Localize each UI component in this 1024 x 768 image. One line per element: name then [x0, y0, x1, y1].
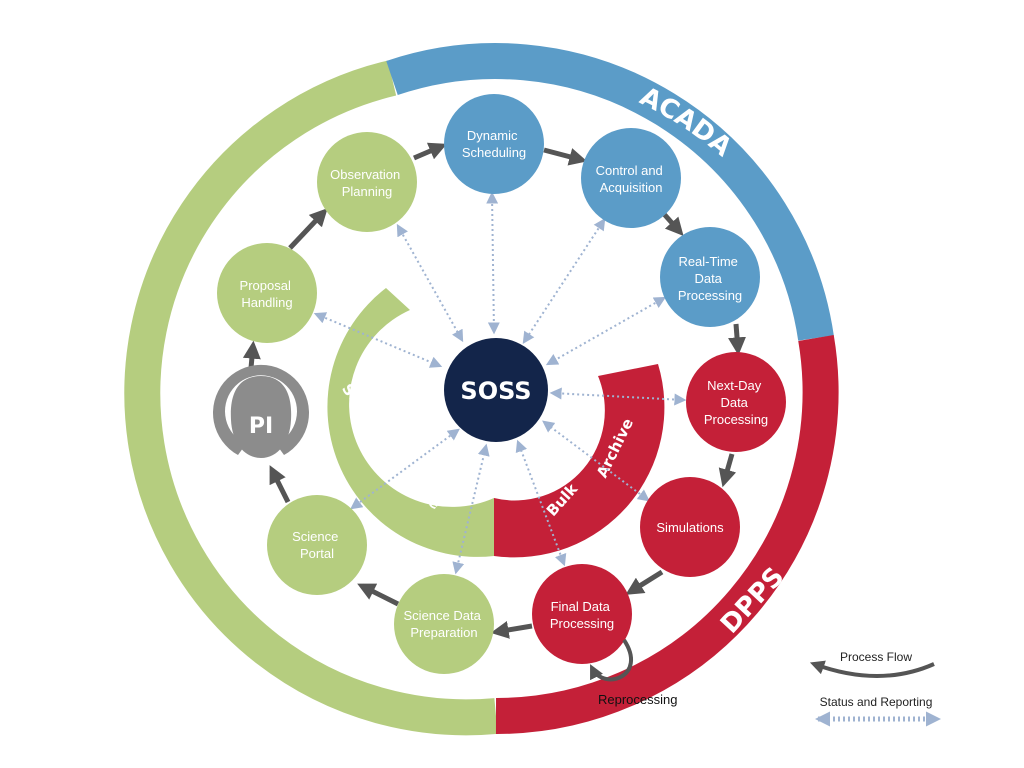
- dynamic-scheduling-label: Dynamic Scheduling: [462, 128, 526, 160]
- reprocessing-label: Reprocessing: [598, 692, 678, 707]
- status-nextday-link: [549, 387, 687, 406]
- reprocessing-loop-arrow: [590, 638, 633, 682]
- status-portal-link: [350, 428, 460, 510]
- science-data-preparation-node: Science Data Preparation: [394, 574, 494, 674]
- final-data-processing-label: Final Data Processing: [550, 599, 614, 631]
- real-time-processing-node: Real-Time Data Processing: [660, 227, 760, 327]
- final-data-processing-node: Final Data Processing: [532, 564, 632, 664]
- flow-pi-proposal-arrow: [242, 340, 261, 369]
- pi-label: PI: [249, 414, 273, 439]
- flow-dynamic-control-arrow: [543, 147, 588, 166]
- status-realtime-link: [545, 296, 667, 366]
- process-nodes: Proposal Handling Observation Planning D…: [217, 94, 786, 674]
- status-simulations-link: [542, 420, 650, 502]
- science-portal-label: Science Portal: [292, 529, 342, 561]
- flow-control-realtime-arrow: [662, 212, 684, 237]
- control-acquisition-node: Control and Acquisition: [581, 128, 681, 228]
- acada-ring-segment: [386, 43, 834, 341]
- suss-ring-label: SUSS: [95, 352, 127, 432]
- person-head-icon: [230, 376, 292, 458]
- dynamic-scheduling-node: Dynamic Scheduling: [444, 94, 544, 194]
- dpps-ring-segment: [495, 335, 839, 735]
- final-data-processing-circle: [532, 564, 632, 664]
- real-time-processing-label: Real-Time Data Processing: [678, 254, 742, 303]
- status-observation-link: [396, 223, 464, 343]
- simulations-node: Simulations: [640, 477, 740, 577]
- status-finaldata-link: [515, 439, 567, 567]
- flow-final-sciencedata-arrow: [490, 621, 533, 639]
- flow-sciencedata-portal-arrow: [357, 583, 400, 607]
- flow-nextday-simulations-arrow: [718, 453, 737, 488]
- soss-circle: [444, 338, 548, 442]
- dynamic-scheduling-circle: [444, 94, 544, 194]
- next-day-processing-circle: [686, 352, 786, 452]
- process-flow-arrows: [242, 142, 747, 639]
- legend: Process Flow Status and Reporting: [809, 650, 941, 727]
- status-control-link: [522, 217, 606, 345]
- control-acquisition-label: Control and Acquisition: [596, 163, 667, 195]
- science-data-preparation-label: Science Data Preparation: [404, 608, 485, 640]
- pi-node: PI: [212, 364, 309, 458]
- science-data-preparation-circle: [394, 574, 494, 674]
- flow-simulations-final-arrow: [625, 569, 664, 595]
- proposal-handling-circle: [217, 243, 317, 343]
- science-portal-circle: [267, 495, 367, 595]
- status-reporting-links: [313, 191, 687, 575]
- flow-portal-pi-arrow: [269, 465, 291, 504]
- proposal-handling-node: Proposal Handling: [217, 243, 317, 343]
- status-dynamic-link: [486, 191, 500, 335]
- legend-status-reporting-label: Status and Reporting: [820, 695, 933, 709]
- legend-process-flow-label: Process Flow: [840, 650, 912, 664]
- next-day-processing-label: Next-Day Data Processing: [704, 378, 768, 427]
- science-portal-node: Science Portal: [267, 495, 367, 595]
- control-acquisition-circle: [581, 128, 681, 228]
- status-sciencedata-link: [452, 443, 490, 575]
- proposal-handling-label: Proposal Handling: [240, 278, 295, 310]
- outer-ring: [124, 43, 839, 736]
- next-day-processing-node: Next-Day Data Processing: [686, 352, 786, 452]
- simulations-label: Simulations: [656, 520, 724, 535]
- flow-realtime-nextday-arrow: [728, 323, 747, 356]
- real-time-processing-circle: [660, 227, 760, 327]
- observation-planning-node: Observation Planning: [317, 132, 417, 232]
- suss-ring-segment: [124, 60, 498, 736]
- simulations-circle: [640, 477, 740, 577]
- observation-planning-label: Observation Planning: [330, 167, 404, 199]
- flow-proposal-observation-arrow: [288, 208, 328, 250]
- soss-label: SOSS: [460, 377, 531, 405]
- observation-planning-circle: [317, 132, 417, 232]
- flow-observation-dynamic-arrow: [413, 142, 447, 161]
- soss-node: SOSS: [444, 338, 548, 442]
- legend-process-flow-arrow: [809, 660, 935, 678]
